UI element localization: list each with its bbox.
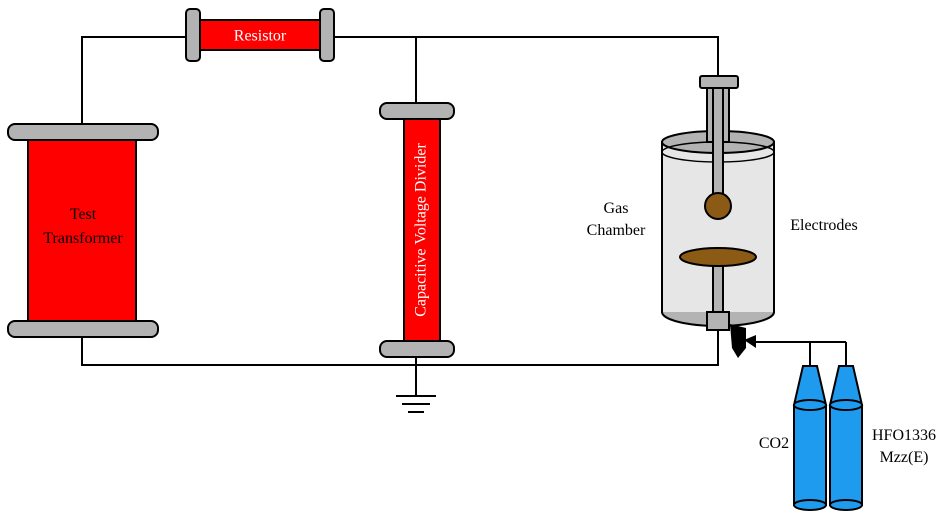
test-transformer: Test Transformer [7, 123, 159, 338]
transformer-label-line1: Test [70, 206, 97, 223]
co2-cylinder [792, 365, 828, 511]
transformer-label-line2: Transformer [43, 230, 123, 247]
co2-label: CO2 [759, 435, 789, 452]
capacitive-voltage-divider: Capacitive Voltage Divider [379, 102, 455, 358]
hfo-label-line1: HFO1336 [872, 427, 936, 444]
divider-label: Capacitive Voltage Divider [413, 143, 430, 317]
circuit-wires [81, 36, 719, 396]
hfo1336-cylinder [828, 365, 864, 511]
upper-electrode-sphere [704, 192, 732, 220]
chamber-label-line1: Gas [604, 200, 629, 217]
electrode-assembly [679, 75, 757, 331]
resistor-label: Resistor [234, 28, 287, 45]
chamber-label-line2: Chamber [587, 222, 646, 239]
resistor: Resistor [185, 8, 335, 62]
lower-electrode-plate [679, 247, 757, 267]
hfo-label-line2: Mzz(E) [880, 449, 929, 466]
gas-valve-icon [730, 324, 847, 366]
electrodes-label: Electrodes [790, 217, 858, 234]
ground-icon [396, 395, 436, 413]
